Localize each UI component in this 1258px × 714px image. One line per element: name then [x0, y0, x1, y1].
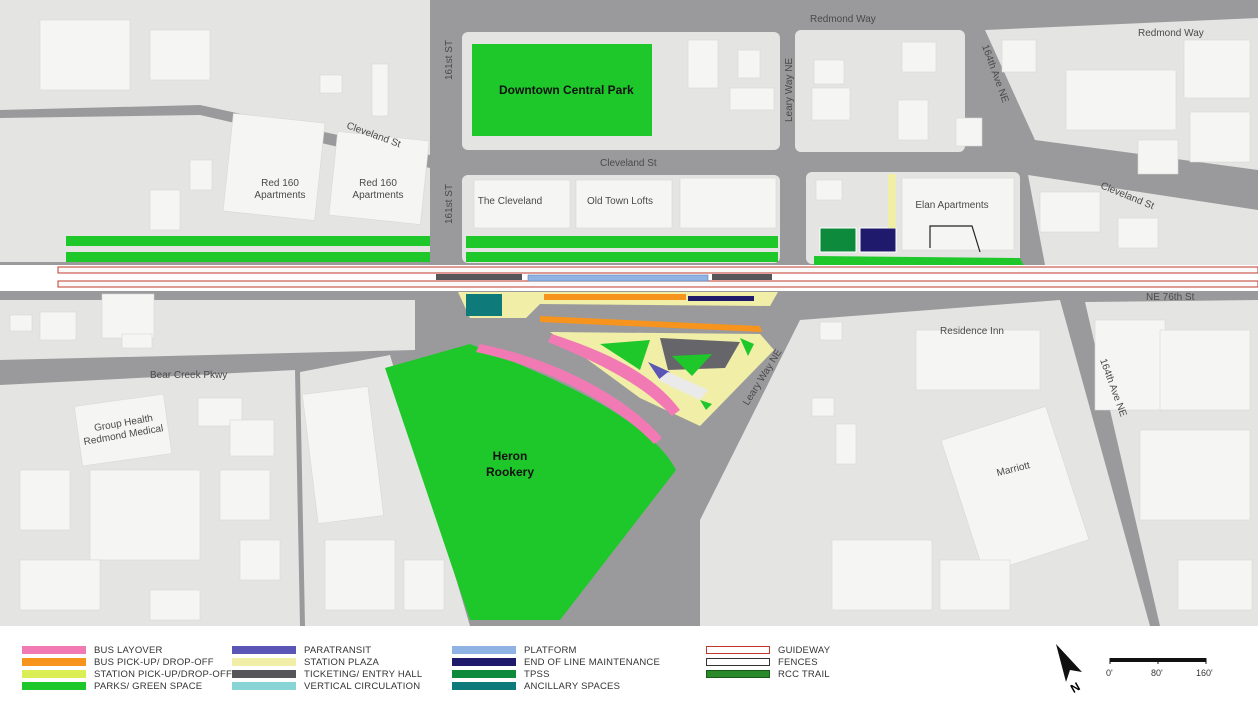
- legend-item: BUS PICK-UP/ DROP-OFF: [22, 656, 214, 668]
- legend-item: PARATRANSIT: [232, 644, 371, 656]
- legend-label: END OF LINE MAINTENANCE: [524, 656, 661, 668]
- guideway: [0, 265, 1258, 291]
- legend-item: FENCES: [706, 656, 818, 668]
- label-elan-apartments: Elan Apartments: [915, 200, 988, 211]
- green-strip-center-upper: [466, 236, 778, 248]
- legend-swatch: [22, 682, 86, 690]
- legend-label: VERTICAL CIRCULATION: [304, 680, 421, 692]
- legend-label: ANCILLARY SPACES: [524, 680, 621, 692]
- legend-swatch: [232, 670, 296, 678]
- green-strip-west-upper: [66, 236, 430, 246]
- label-old-town-lofts: Old Town Lofts: [587, 196, 653, 207]
- legend-swatch: [232, 658, 296, 666]
- scale-tick-80: 80': [1151, 668, 1163, 678]
- legend-swatch: [22, 670, 86, 678]
- legend-item: END OF LINE MAINTENANCE: [452, 656, 660, 668]
- legend-label: BUS PICK-UP/ DROP-OFF: [94, 656, 214, 668]
- legend-label: FENCES: [778, 656, 818, 668]
- north-label: N: [1068, 679, 1083, 694]
- legend-item: STATION PLAZA: [232, 656, 379, 668]
- legend-label: STATION PLAZA: [304, 656, 380, 668]
- legend-item: BUS LAYOVER: [22, 644, 163, 656]
- legend-label: BUS LAYOVER: [94, 644, 163, 656]
- eol-maintenance: [688, 296, 754, 301]
- street-label-leary-north: Leary Way NE: [784, 58, 795, 122]
- ticketing-entry-east: [712, 274, 772, 280]
- legend-swatch: [22, 646, 86, 654]
- legend-item: TPSS: [452, 668, 550, 680]
- legend-swatch: [452, 658, 516, 666]
- scale-tick-0: 0': [1106, 668, 1113, 678]
- legend-swatch: [232, 682, 296, 690]
- buildings: [9, 19, 1253, 621]
- street-label-bear-creek: Bear Creek Pkwy: [150, 370, 227, 381]
- legend-label: RCC TRAIL: [778, 668, 830, 680]
- legend-swatch: [706, 658, 770, 666]
- scale-bar: 0' 80' 160': [1104, 654, 1214, 684]
- legend-label: PARKS/ GREEN SPACE: [94, 680, 203, 692]
- label-red160-b-1: Red 160: [359, 178, 397, 189]
- north-arrow-icon: N: [1056, 644, 1083, 696]
- fence: [929, 225, 981, 253]
- street-label-ne-76th: NE 76th St: [1146, 292, 1195, 303]
- green-strip-center-lower: [466, 252, 778, 262]
- legend-item: ANCILLARY SPACES: [452, 680, 620, 692]
- street-label-161st-north: 161st ST: [444, 40, 455, 80]
- street-label-cleveland-2: Cleveland St: [600, 158, 657, 169]
- green-strip-west-lower: [66, 252, 430, 262]
- eol-building: [859, 227, 897, 253]
- ticketing-entry: [436, 274, 522, 280]
- legend-swatch: [22, 658, 86, 666]
- station-platform: [527, 274, 709, 282]
- ancillary-space: [466, 294, 502, 316]
- label-residence-inn: Residence Inn: [940, 326, 1004, 337]
- green-spaces: [66, 44, 1026, 620]
- street-label-redmond-way-2: Redmond Way: [1138, 28, 1204, 39]
- site-map: Redmond Way Redmond Way Cleveland St Cle…: [0, 0, 1258, 626]
- downtown-central-park: [472, 44, 652, 136]
- legend-swatch: [232, 646, 296, 654]
- legend-item: TICKETING/ ENTRY HALL: [232, 668, 422, 680]
- label-red160-a-2: Apartments: [254, 190, 305, 201]
- scale-tick-160: 160': [1196, 668, 1213, 678]
- legend-item: STATION PICK-UP/DROP-OFF: [22, 668, 232, 680]
- legend-swatch: [452, 682, 516, 690]
- heron-rookery: [385, 344, 676, 620]
- label-downtown-central-park: Downtown Central Park: [499, 83, 634, 97]
- street-label-161st-south: 161st ST: [444, 184, 455, 224]
- legend-item: PARKS/ GREEN SPACE: [22, 680, 202, 692]
- bus-pickup-upper: [544, 294, 686, 300]
- legend-item: PLATFORM: [452, 644, 577, 656]
- legend-label: TICKETING/ ENTRY HALL: [304, 668, 423, 680]
- legend-swatch: [706, 646, 770, 654]
- legend-item: VERTICAL CIRCULATION: [232, 680, 420, 692]
- legend-item: RCC TRAIL: [706, 668, 830, 680]
- legend-label: STATION PICK-UP/DROP-OFF: [94, 668, 232, 680]
- label-the-cleveland: The Cleveland: [478, 196, 542, 207]
- legend-swatch: [452, 670, 516, 678]
- bus-pickup-lower: [540, 316, 762, 332]
- legend-item: GUIDEWAY: [706, 644, 830, 656]
- label-rookery: Rookery: [486, 465, 534, 479]
- legend-label: TPSS: [524, 668, 550, 680]
- legend-swatch: [452, 646, 516, 654]
- label-heron: Heron: [493, 449, 528, 463]
- north-arrow: N: [1052, 642, 1092, 696]
- street-label-redmond-way-1: Redmond Way: [810, 14, 876, 25]
- block-red160: [0, 115, 430, 262]
- label-red160-b-2: Apartments: [352, 190, 403, 201]
- legend-label: PARATRANSIT: [304, 644, 372, 656]
- legend-label: GUIDEWAY: [778, 644, 831, 656]
- bus-layover: [476, 344, 662, 444]
- tpss: [819, 227, 857, 253]
- legend-swatch: [706, 670, 770, 678]
- label-red160-a-1: Red 160: [261, 178, 299, 189]
- station-area: [458, 174, 981, 444]
- legend-label: PLATFORM: [524, 644, 577, 656]
